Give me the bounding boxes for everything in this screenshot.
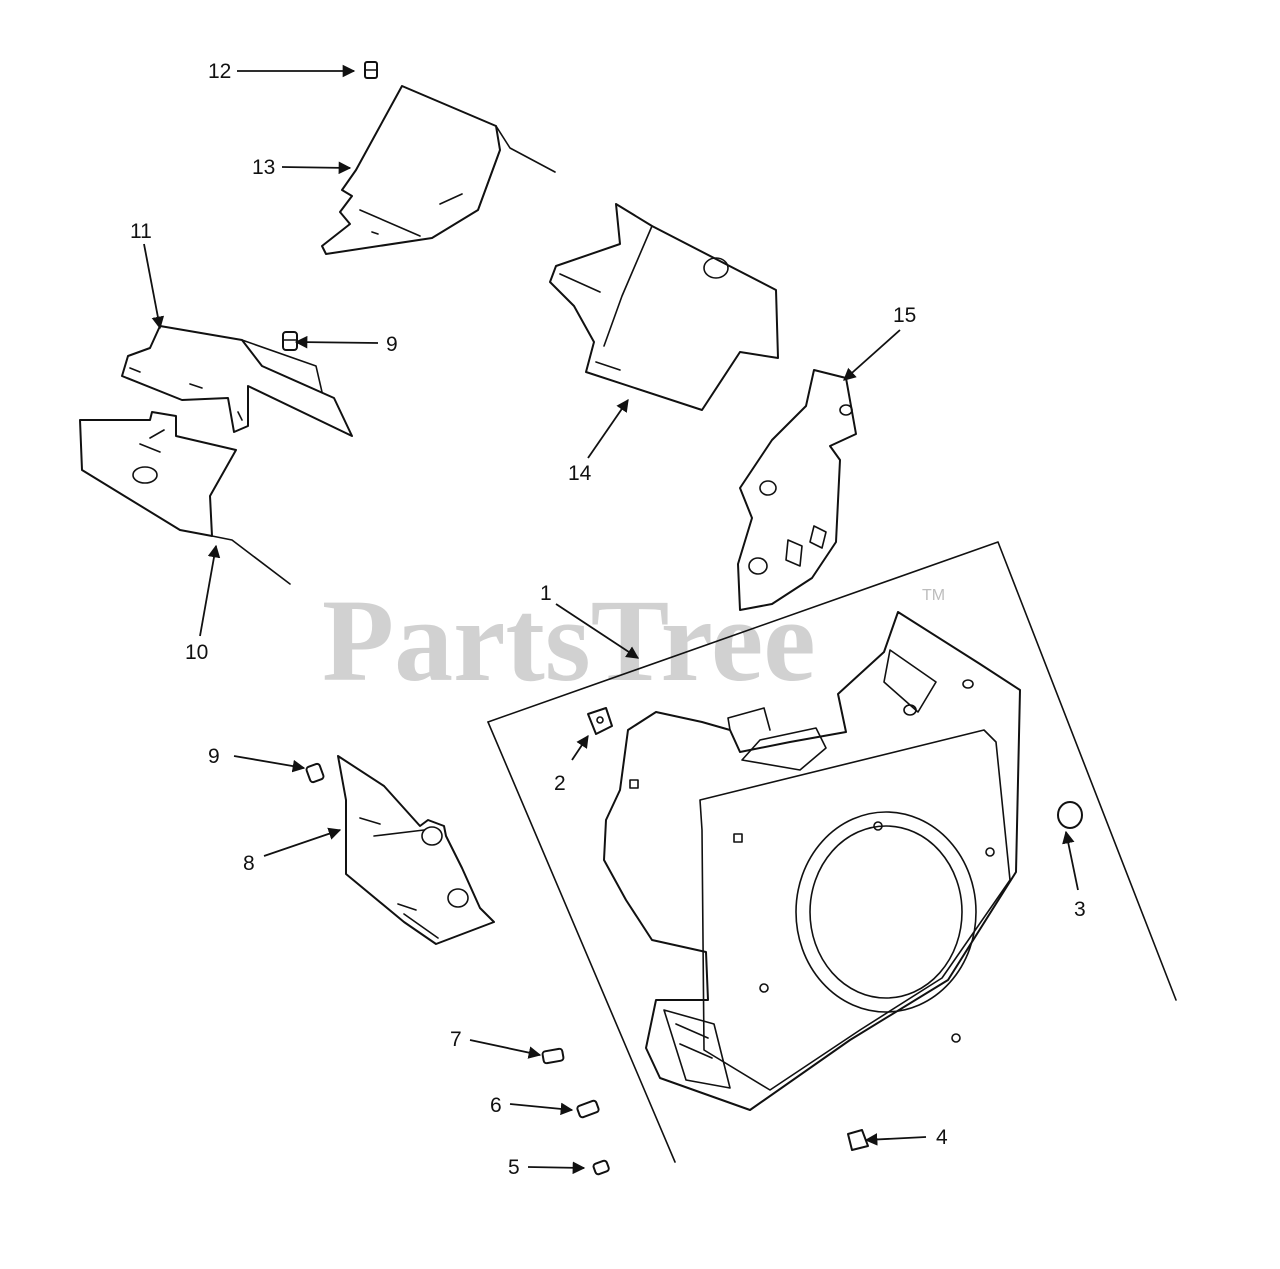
- leader-13: [281, 161, 352, 175]
- callout-9-lower: 9: [208, 745, 220, 768]
- watermark: PartsTree TM: [322, 575, 945, 706]
- part-6-screw[interactable]: [576, 1099, 600, 1119]
- part-9-screw-upper[interactable]: [282, 331, 298, 351]
- callout-7: 7: [450, 1028, 462, 1051]
- leader-lines: [143, 64, 1079, 1175]
- part-3-plug[interactable]: [1057, 801, 1083, 829]
- leader-9a: [294, 335, 379, 349]
- callout-12: 12: [208, 60, 231, 83]
- part-9-screw-lower[interactable]: [305, 762, 325, 784]
- part-5-screw[interactable]: [592, 1159, 610, 1176]
- leader-6: [509, 1102, 574, 1116]
- callout-10: 10: [185, 641, 208, 664]
- assembly-boundary: [487, 541, 1177, 1001]
- callout-11: 11: [130, 220, 152, 243]
- part-11-baffle[interactable]: [121, 325, 353, 437]
- part-1-blower-housing[interactable]: [603, 611, 1021, 1111]
- callout-1: 1: [540, 582, 552, 605]
- part-8-lower-bracket[interactable]: [337, 755, 495, 945]
- callout-labels: 1 2 3 4 5 6 7 8 9 9 10 11 12 13 14 15: [130, 60, 1086, 1179]
- part-2-clip[interactable]: [587, 707, 613, 735]
- leader-2: [571, 734, 589, 761]
- watermark-trademark: TM: [922, 587, 945, 604]
- leader-1: [555, 603, 640, 659]
- watermark-brand: PartsTree: [322, 575, 816, 706]
- callout-3: 3: [1074, 898, 1086, 921]
- leader-14: [587, 398, 629, 459]
- part-12-screw[interactable]: [364, 61, 378, 79]
- part-14-center-shroud[interactable]: [549, 203, 779, 411]
- callout-4: 4: [936, 1126, 948, 1149]
- leader-5: [527, 1161, 586, 1175]
- leader-3: [1062, 830, 1079, 891]
- leader-15: [843, 329, 901, 381]
- leader-9b: [233, 755, 306, 773]
- callout-8: 8: [243, 852, 255, 875]
- part-7-screw[interactable]: [541, 1047, 565, 1065]
- callout-6: 6: [490, 1094, 502, 1117]
- leader-8: [263, 827, 342, 857]
- callout-2: 2: [554, 772, 566, 795]
- assembly-boundary-left: [487, 721, 676, 1163]
- leader-7: [469, 1039, 542, 1059]
- leader-4: [864, 1133, 927, 1146]
- part-13-upper-shroud[interactable]: [321, 85, 556, 255]
- leader-10: [199, 544, 221, 637]
- callout-15: 15: [893, 304, 916, 327]
- callout-13: 13: [252, 156, 275, 179]
- callout-14: 14: [568, 462, 592, 485]
- part-4-nut[interactable]: [847, 1129, 869, 1151]
- callout-9-upper: 9: [386, 333, 398, 356]
- leader-11: [143, 243, 165, 330]
- part-15-side-bracket[interactable]: [737, 369, 857, 611]
- callout-5: 5: [508, 1156, 520, 1179]
- part-10-baffle[interactable]: [79, 411, 291, 585]
